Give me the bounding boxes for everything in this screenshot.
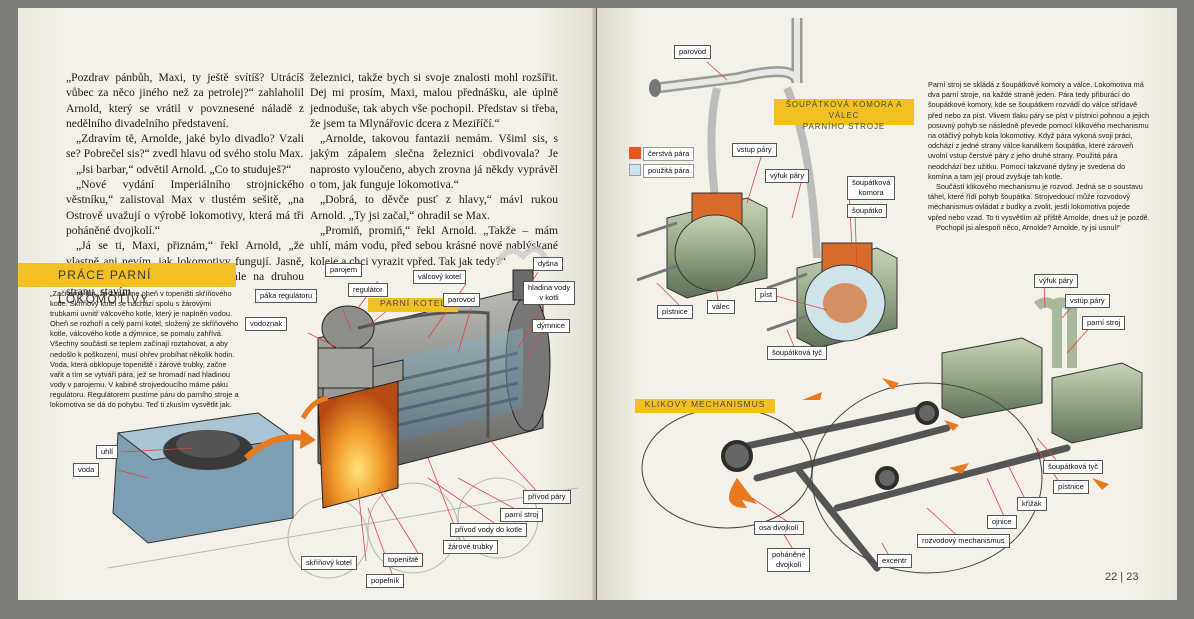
paragraph: „Nové vydání Imperiálního strojnického v… [66,178,304,237]
page-numbers: 22 | 23 [1105,571,1139,583]
paragraph: „Arnolde, takovou fantazii nemám. Všiml … [310,132,558,192]
boiler-banner: PARNÍ KOTEL [368,298,458,312]
label-vstup-pary-2: vstup páry [1065,294,1110,308]
label-voda: voda [73,463,100,477]
label-privod-vody: přívod vody do kotle [450,523,528,537]
legend-label-fresh-steam: čerstvá pára [643,147,695,161]
label-excentr: excentr [877,554,912,568]
section-heading: PRÁCE PARNÍ LOKOMOTIVY [18,263,236,306]
label-valcovy-kotel: válcový kotel [413,270,466,284]
label-parni-stroj: parní stroj [500,508,544,522]
legend-swatch-used-steam [629,164,641,176]
legend-swatch-fresh-steam [629,147,641,159]
label-uhli: uhlí [96,445,119,459]
label-vstup-pary: vstup páry [732,143,777,157]
label-pohanene-dvojkoli: poháněné dvojkolí [767,548,811,572]
label-paka-regulatoru: páka regulátoru [255,289,318,303]
label-zarove-trubky: žárové trubky [443,540,499,554]
banner-klikovy-mechanismus: KLIKOVÝ MECHANISMUS [635,399,775,413]
paragraph: Pochopil jsi alespoň něco, Arnolde? Arno… [936,222,1121,232]
label-hladina-vody: hladina vody v kotli [523,281,576,305]
intro-text: „Začneme tím, že zapálíme oheň v topeniš… [50,289,239,410]
label-popelnik: popelník [366,574,405,588]
paragraph: „Zdravím tě, Arnolde, jaké bylo divadlo?… [66,132,304,161]
page-gutter [592,8,600,600]
paragraph: „Jsi barbar,“ odvětil Arnold. „Co to stu… [76,162,292,176]
right-page: parovod ŠOUPÁTKOVÁ KOMORA A VÁLEC PARNÍH… [597,8,1177,600]
label-ojnice: ojnice [987,515,1017,529]
label-parojem: parojem [325,263,363,277]
left-page: „Pozdrav pánbůh, Maxi, ty ještě svítíš? … [18,8,596,600]
label-pistnice: pístnice [657,305,693,319]
explanation-text: Parní stroj se skládá z šoupátkové komor… [928,80,1150,233]
label-regulator: regulátor [348,283,388,297]
label-parni-stroj: parní stroj [1082,316,1126,330]
legend-label-used-steam: použitá pára [643,164,695,178]
banner-soupatkova-komora: ŠOUPÁTKOVÁ KOMORA A VÁLEC PARNÍHO STROJE [774,99,914,131]
label-vodoznak: vodoznak [245,317,288,331]
label-krizak: křižák [1017,497,1047,511]
paragraph: „Promiň, promiň,“ řekl Arnold. „Takže – … [310,223,558,268]
label-pist: píst [755,288,778,302]
steam-engine-illustration [636,18,1143,574]
paragraph: Součástí klikového mechanismu je rozvod.… [928,182,1150,222]
locomotive-boiler-illustration [107,246,579,583]
label-pistnice-2: pístnice [1053,480,1089,494]
label-vyfuk-pary: výfuk páry [765,169,810,183]
label-valec: válec [707,300,735,314]
label-parovod-right: parovod [674,45,712,59]
label-soupatkova-tyc: šoupátková tyč [767,346,828,360]
paragraph: železnici, takže bych si svoje znalosti … [310,71,558,130]
label-vyfuk-pary-2: výfuk páry [1034,274,1079,288]
label-soupatkova-tyc-2: šoupátková tyč [1043,460,1104,474]
label-dymnice: dýmnice [532,319,570,333]
paragraph: „Pozdrav pánbůh, Maxi, ty ještě svítíš? … [66,71,304,130]
label-rozvodovy-mechanismus: rozvodový mechanismus [917,534,1010,548]
story-column-2: železnici, takže bych si svoje znalosti … [310,70,558,269]
label-soupatko: šoupátko [847,204,888,218]
label-topeniste: topeniště [383,553,424,567]
label-privod-pary: přívod páry [523,490,571,504]
label-soupatkova-komora: šoupátková komora [847,176,896,200]
paragraph: Parní stroj se skládá z šoupátkové komor… [928,80,1150,181]
label-skrinovy-kotel: skříňový kotel [301,556,357,570]
label-dysna: dyšna [533,257,564,271]
label-osa-dvojkoli: osa dvojkolí [754,521,804,535]
paragraph: „Dobrá, to děvče pusť z hlavy,“ mávl ruk… [310,193,558,222]
label-parovod: parovod [443,293,481,307]
